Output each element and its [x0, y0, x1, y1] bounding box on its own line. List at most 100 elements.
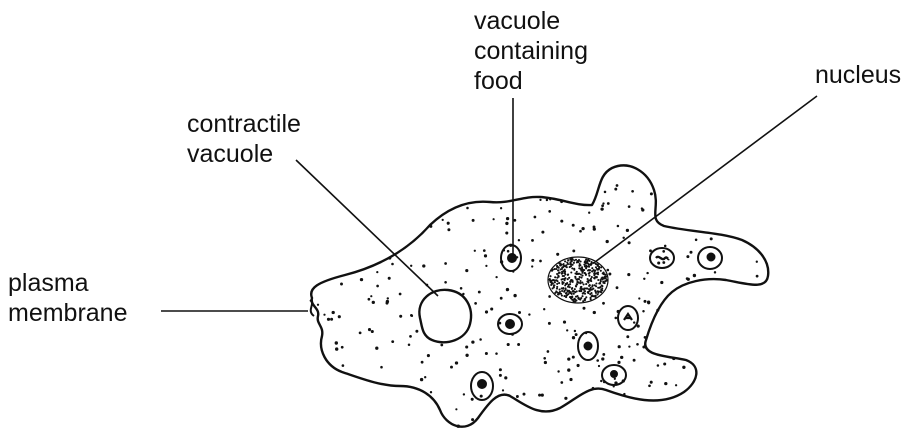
nucleus-dot — [600, 280, 602, 282]
granule — [548, 322, 551, 325]
granule — [474, 302, 477, 305]
label-line: food — [474, 66, 588, 96]
granule — [664, 245, 667, 248]
granule — [543, 308, 545, 310]
granule — [506, 288, 509, 291]
nucleus-dot — [559, 289, 561, 291]
granule — [359, 332, 362, 335]
nucleus-dot — [595, 273, 597, 275]
granule — [644, 300, 647, 303]
nucleus-dot — [561, 295, 563, 297]
granule — [490, 307, 493, 310]
granule — [756, 275, 759, 278]
nucleus-dot — [554, 292, 556, 294]
granule — [317, 304, 319, 306]
granule — [541, 231, 544, 234]
granule — [485, 352, 488, 355]
nucleus-dot — [559, 262, 561, 264]
nucleus-dot — [576, 271, 578, 273]
granule — [618, 345, 621, 348]
granule — [646, 272, 648, 274]
granule — [541, 394, 544, 397]
nucleus-dot — [576, 283, 578, 285]
nucleus-dot — [553, 279, 555, 281]
nucleus-dot — [569, 266, 571, 268]
granule — [327, 318, 330, 321]
granule — [549, 198, 551, 200]
granule — [662, 261, 665, 264]
nucleus-dot — [563, 282, 565, 284]
granule — [664, 382, 667, 385]
granule — [388, 277, 391, 280]
granule — [332, 311, 335, 314]
nucleus-dot — [584, 290, 586, 292]
nucleus-dot — [603, 271, 605, 273]
granule — [592, 387, 595, 390]
granule — [606, 269, 609, 272]
nucleus-dot — [574, 276, 576, 278]
nucleus-dot — [571, 287, 573, 289]
nucleus-dot — [583, 283, 585, 285]
nucleus-dot — [589, 279, 591, 281]
granule — [447, 228, 450, 231]
granule — [444, 262, 447, 265]
granule — [410, 314, 413, 317]
granule — [430, 391, 432, 393]
granule — [601, 204, 604, 207]
nucleus-dot — [597, 287, 599, 289]
nucleus-dot — [557, 270, 559, 272]
granule — [616, 286, 619, 289]
granule — [572, 336, 575, 339]
nucleus-dot — [568, 290, 570, 292]
nucleus-dot — [568, 284, 570, 286]
nucleus-dot — [581, 295, 583, 297]
granule — [579, 230, 582, 233]
granule — [614, 317, 617, 320]
granule — [557, 370, 559, 372]
nucleus-dot — [566, 262, 568, 264]
granule — [399, 315, 402, 318]
granule — [499, 374, 502, 377]
granule — [455, 408, 457, 410]
granule — [323, 314, 325, 316]
nucleus-dot — [573, 293, 575, 295]
granule — [642, 310, 644, 312]
granule — [457, 425, 460, 428]
label-nucleus: nucleus — [815, 60, 901, 90]
nucleus-dot — [598, 267, 600, 269]
nucleus-dot — [585, 296, 587, 298]
granule — [471, 418, 474, 421]
nucleus-dot — [564, 277, 566, 279]
nucleus-dot — [561, 266, 563, 268]
granule — [623, 393, 625, 395]
nucleus-dot — [576, 280, 578, 282]
nucleus-dot — [579, 280, 581, 282]
nucleus-dot — [602, 282, 604, 284]
granule — [341, 346, 344, 349]
nucleus-dot — [579, 288, 581, 290]
granule — [485, 265, 487, 267]
nucleus-dot — [600, 270, 602, 272]
cell-outline — [311, 165, 768, 426]
nucleus-dot — [556, 283, 558, 285]
nucleus-dot — [595, 263, 597, 265]
nucleus-dot — [584, 272, 586, 274]
granule — [628, 241, 631, 244]
nucleus-dot — [597, 290, 599, 292]
granule — [460, 287, 463, 290]
nucleus-dot — [550, 284, 552, 286]
nucleus-dot — [605, 277, 607, 279]
granule — [588, 212, 590, 214]
granule — [643, 278, 645, 280]
nucleus-dot — [556, 286, 558, 288]
nucleus-dot — [594, 295, 596, 297]
granule — [598, 365, 600, 367]
nucleus-dot — [549, 278, 551, 280]
nucleus-dot — [583, 269, 585, 271]
nucleus-dot — [552, 269, 554, 271]
nucleus-dot — [570, 292, 572, 294]
nucleus-dot — [567, 273, 569, 275]
nucleus-dot — [576, 273, 578, 275]
granule — [575, 333, 578, 336]
granule — [478, 291, 481, 294]
